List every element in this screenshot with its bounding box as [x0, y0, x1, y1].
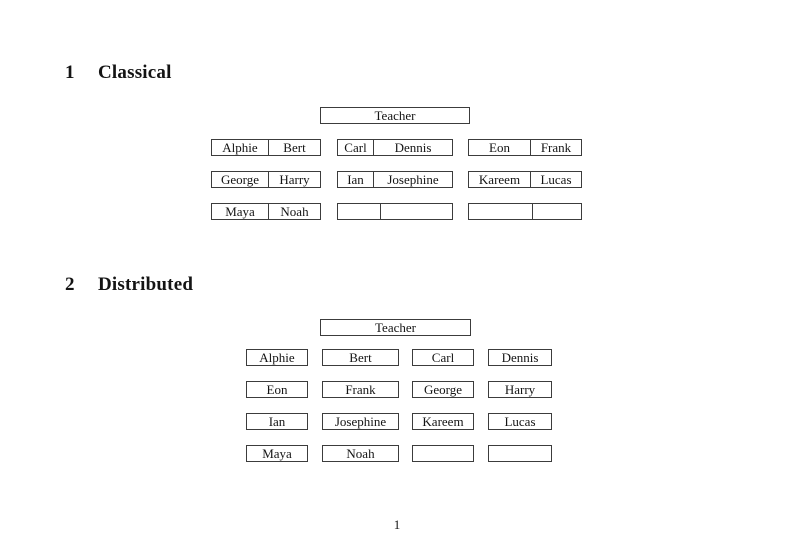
- teacher-box: Teacher: [320, 107, 470, 124]
- seat-cell: Lucas: [540, 172, 572, 187]
- desk: [468, 203, 582, 220]
- seat-cell: George: [212, 172, 269, 187]
- desk: Maya Noah: [211, 203, 321, 220]
- seat-cell: Alphie: [212, 140, 269, 155]
- desk-single: George: [412, 381, 474, 398]
- desk: Alphie Bert: [211, 139, 321, 156]
- desk: Kareem Lucas: [468, 171, 582, 188]
- section-number: 2: [65, 274, 75, 295]
- desk: Carl Dennis: [337, 139, 453, 156]
- desk-single: Dennis: [488, 349, 552, 366]
- seat-cell: Frank: [540, 140, 572, 155]
- teacher-label: Teacher: [375, 320, 416, 335]
- seat-cell: Carl: [338, 140, 374, 155]
- desk-single: Frank: [322, 381, 399, 398]
- seat-cell-empty: [381, 204, 452, 219]
- desk: [337, 203, 453, 220]
- seat-cell: Dennis: [394, 140, 432, 155]
- desk-single: Maya: [246, 445, 308, 462]
- desk-single: Harry: [488, 381, 552, 398]
- section-title: Distributed: [98, 274, 194, 295]
- desk: Ian Josephine: [337, 171, 453, 188]
- desk: George Harry: [211, 171, 321, 188]
- desk-single: Carl: [412, 349, 474, 366]
- teacher-box: Teacher: [320, 319, 471, 336]
- seat-cell: Ian: [338, 172, 374, 187]
- desk-single: Ian: [246, 413, 308, 430]
- desk-single-empty: [412, 445, 474, 462]
- seat-cell: Kareem: [469, 172, 531, 187]
- section-number: 1: [65, 62, 75, 83]
- seat-cell: Harry: [279, 172, 310, 187]
- desk: Eon Frank: [468, 139, 582, 156]
- desk-single: Eon: [246, 381, 308, 398]
- teacher-label: Teacher: [374, 108, 416, 123]
- seat-cell: Maya: [212, 204, 269, 219]
- desk-single: Alphie: [246, 349, 308, 366]
- seat-cell-empty: [469, 204, 533, 219]
- section-heading-classical: 1 Classical: [65, 63, 172, 83]
- seat-cell-empty: [533, 204, 581, 219]
- section-heading-distributed: 2 Distributed: [65, 275, 193, 295]
- desk-single: Noah: [322, 445, 399, 462]
- desk-single-empty: [488, 445, 552, 462]
- desk-single: Kareem: [412, 413, 474, 430]
- desk-single: Bert: [322, 349, 399, 366]
- desk-single: Lucas: [488, 413, 552, 430]
- section-title: Classical: [98, 62, 172, 83]
- seat-cell: Eon: [469, 140, 531, 155]
- seat-cell: Noah: [280, 204, 309, 219]
- page-number: 1: [393, 517, 401, 532]
- desk-single: Josephine: [322, 413, 399, 430]
- seat-cell: Bert: [283, 140, 306, 155]
- seat-cell-empty: [338, 204, 381, 219]
- seat-cell: Josephine: [387, 172, 439, 187]
